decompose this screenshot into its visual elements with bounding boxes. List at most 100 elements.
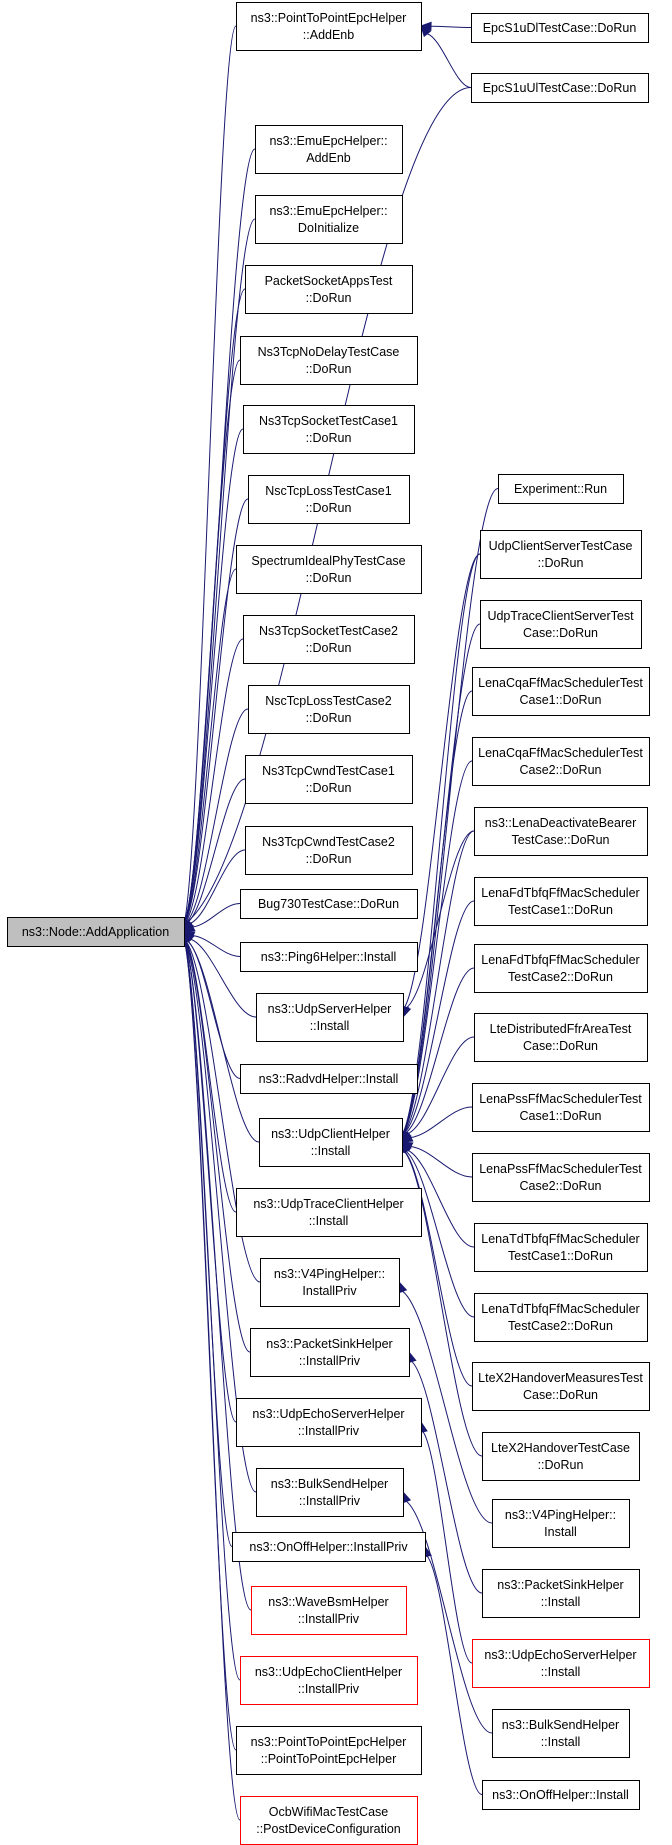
graph-node-label: TestCase::DoRun — [512, 833, 610, 847]
graph-node-box — [245, 755, 413, 804]
edge-line — [184, 218, 256, 922]
edge-line — [403, 830, 475, 1133]
graph-node-udpCSTest[interactable]: UdpClientServerTestCase::DoRun — [480, 530, 642, 579]
edge-line — [405, 967, 475, 1134]
graph-node-box — [474, 1293, 648, 1342]
graph-node-s1uUl[interactable]: EpcS1uUlTestCase::DoRun — [471, 73, 649, 103]
graph-node-label: ::DoRun — [306, 571, 352, 585]
graph-node-pktSink[interactable]: ns3::PacketSinkHelper::Install — [482, 1569, 640, 1618]
graph-node-label: UdpClientServerTestCase — [489, 539, 633, 553]
graph-node-label: ::DoRun — [306, 781, 352, 795]
graph-node-box — [243, 615, 415, 664]
graph-node-label: ns3::UdpServerHelper — [268, 1002, 392, 1016]
edge-p2pAddEnb-to-root — [179, 25, 237, 933]
graph-node-box — [248, 685, 410, 734]
graph-node-label: ns3::BulkSendHelper — [502, 1718, 619, 1732]
edge-s1uUl-to-p2pAddEnb — [420, 24, 472, 88]
graph-node-label: ns3::V4PingHelper:: — [505, 1508, 616, 1522]
graph-node-v4PingPriv[interactable]: ns3::V4PingHelper::InstallPriv — [260, 1258, 400, 1307]
graph-node-box — [472, 1083, 650, 1132]
graph-node-emuInit[interactable]: ns3::EmuEpcHelper::DoInitialize — [255, 195, 403, 244]
graph-node-pktSock[interactable]: PacketSocketAppsTest::DoRun — [245, 265, 413, 314]
graph-node-echoSrvPriv[interactable]: ns3::UdpEchoServerHelper::InstallPriv — [236, 1398, 422, 1447]
graph-node-cwnd1[interactable]: Ns3TcpCwndTestCase1::DoRun — [245, 755, 413, 804]
graph-node-label: ::DoRun — [306, 711, 352, 725]
graph-node-ocb[interactable]: OcbWifiMacTestCase::PostDeviceConfigurat… — [240, 1796, 418, 1845]
graph-node-pktSinkPriv[interactable]: ns3::PacketSinkHelper::InstallPriv — [250, 1328, 410, 1377]
edge-line — [407, 1149, 475, 1248]
graph-node-label: LenaCqaFfMacSchedulerTest — [478, 746, 643, 760]
graph-node-tcpSock1[interactable]: Ns3TcpSocketTestCase1::DoRun — [243, 405, 415, 454]
graph-node-tcpNoDelay[interactable]: Ns3TcpNoDelayTestCase::DoRun — [240, 336, 418, 385]
edge-line — [184, 941, 252, 1611]
edge-line — [407, 1036, 475, 1135]
graph-node-label: LenaFdTbfqFfMacScheduler — [481, 953, 639, 967]
graph-node-tcpSock2[interactable]: Ns3TcpSocketTestCase2::DoRun — [243, 615, 415, 664]
graph-node-label: ::DoRun — [538, 1458, 584, 1472]
graph-node-onoff[interactable]: ns3::OnOffHelper::Install — [482, 1780, 640, 1810]
edge-line — [404, 1151, 483, 1457]
arrowhead-icon — [182, 922, 196, 933]
edge-onoffPriv-to-root — [180, 930, 233, 1547]
graph-node-label: LteX2HandoverTestCase — [491, 1441, 630, 1455]
graph-node-root[interactable]: ns3::Node::AddApplication — [7, 917, 185, 947]
graph-node-s1uDl[interactable]: EpcS1uDlTestCase::DoRun — [471, 13, 649, 43]
graph-node-bulkPriv[interactable]: ns3::BulkSendHelper::InstallPriv — [256, 1468, 404, 1517]
graph-node-nscLoss2[interactable]: NscTcpLossTestCase2::DoRun — [248, 685, 410, 734]
graph-node-label: Bug730TestCase::DoRun — [258, 897, 399, 911]
graph-node-box — [472, 1639, 650, 1688]
graph-node-label: LenaTdTbfqFfMacScheduler — [481, 1302, 639, 1316]
graph-node-p2pAddEnb[interactable]: ns3::PointToPointEpcHelper::AddEnb — [236, 2, 422, 51]
graph-node-v4Ping[interactable]: ns3::V4PingHelper::Install — [492, 1499, 630, 1548]
edge-bug730-to-root — [182, 903, 241, 933]
graph-node-bug730[interactable]: Bug730TestCase::DoRun — [240, 889, 418, 919]
edge-line — [185, 940, 261, 1283]
edge-line — [411, 1361, 483, 1594]
graph-node-ping6[interactable]: ns3::Ping6Helper::Install — [240, 942, 418, 972]
graph-node-echoCliPriv[interactable]: ns3::UdpEchoClientHelper::InstallPriv — [240, 1656, 418, 1705]
graph-node-label: DoInitialize — [298, 221, 359, 235]
graph-node-label: Case2::DoRun — [520, 763, 602, 777]
graph-node-label: ::Install — [311, 1144, 351, 1158]
graph-node-onoffPriv[interactable]: ns3::OnOffHelper::InstallPriv — [232, 1532, 426, 1562]
graph-node-x2Ho[interactable]: LteX2HandoverTestCase::DoRun — [482, 1432, 640, 1481]
edge-line — [404, 900, 475, 1133]
graph-node-box — [236, 1188, 422, 1237]
graph-node-box — [240, 336, 418, 385]
graph-node-emuAddEnb[interactable]: ns3::EmuEpcHelper::AddEnb — [255, 125, 403, 174]
graph-node-specIdeal[interactable]: SpectrumIdealPhyTestCase::DoRun — [236, 545, 422, 594]
edge-line — [427, 33, 472, 88]
graph-node-nscLoss1[interactable]: NscTcpLossTestCase1::DoRun — [248, 475, 410, 524]
graph-node-label: ::PointToPointEpcHelper — [261, 1752, 397, 1766]
graph-node-expRun[interactable]: Experiment::Run — [498, 474, 624, 504]
edge-ocb-to-root — [179, 930, 241, 1821]
edge-line — [184, 941, 233, 1547]
graph-node-cwnd2[interactable]: Ns3TcpCwndTestCase2::DoRun — [245, 826, 413, 875]
graph-node-p2pCtor[interactable]: ns3::PointToPointEpcHelper::PointToPoint… — [236, 1726, 422, 1775]
graph-node-udpClient[interactable]: ns3::UdpClientHelper::Install — [259, 1118, 403, 1167]
graph-node-label: ns3::OnOffHelper::Install — [492, 1788, 629, 1802]
arrowhead-icon — [420, 24, 432, 38]
graph-node-udpTrace[interactable]: ns3::UdpTraceClientHelper::Install — [236, 1188, 422, 1237]
graph-node-label: ns3::UdpEchoServerHelper — [252, 1407, 404, 1421]
graph-node-label: TestCase1::DoRun — [508, 903, 613, 917]
edge-s1uDl-to-p2pAddEnb — [419, 21, 472, 32]
graph-node-udpServer[interactable]: ns3::UdpServerHelper::Install — [256, 993, 404, 1042]
graph-node-waveBsm[interactable]: ns3::WaveBsmHelper::InstallPriv — [251, 1586, 407, 1635]
graph-node-bulk[interactable]: ns3::BulkSendHelper::Install — [492, 1709, 630, 1758]
graph-node-echoSrv[interactable]: ns3::UdpEchoServerHelper::Install — [472, 1639, 650, 1688]
graph-node-radvd[interactable]: ns3::RadvdHelper::Install — [240, 1064, 418, 1094]
graph-node-label: TestCase2::DoRun — [508, 970, 613, 984]
